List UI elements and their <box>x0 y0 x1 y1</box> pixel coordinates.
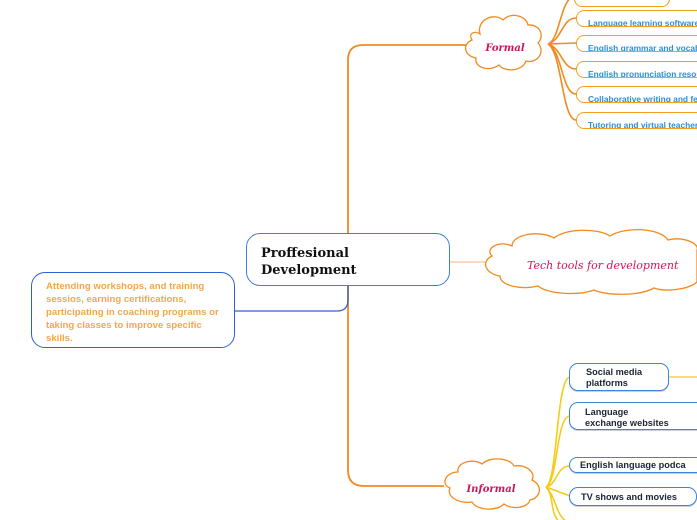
formal-item-hidden[interactable] <box>574 0 670 7</box>
informal-item[interactable]: English language podca <box>569 457 697 473</box>
formal-item-label: English pronunciation resou <box>588 69 697 78</box>
formal-item[interactable]: English grammar and vocab <box>576 35 697 52</box>
informal-item[interactable]: Language exchange websites <box>569 402 697 430</box>
informal-item-line1: Language <box>585 407 629 417</box>
central-topic-line1: Proffesional <box>261 246 349 261</box>
tech-cloud-shape <box>484 228 697 295</box>
formal-topic[interactable]: Formal <box>485 43 525 54</box>
formal-item[interactable]: English pronunciation resou <box>576 61 697 78</box>
informal-item[interactable]: Social media platforms <box>569 363 669 391</box>
informal-item-line1: English language podca <box>580 460 686 470</box>
informal-item-line2: exchange websites <box>585 418 669 428</box>
central-topic-line2: Development <box>261 263 357 278</box>
description-note[interactable]: Attending workshops, and training sessio… <box>31 272 235 348</box>
informal-topic[interactable]: Informal <box>466 484 516 495</box>
formal-item-label: Collaborative writing and fe <box>588 94 697 103</box>
tech-tools-topic[interactable]: Tech tools for development <box>527 259 679 272</box>
central-topic[interactable]: Proffesional Development <box>246 233 450 286</box>
formal-item[interactable]: Language learning software <box>576 10 697 27</box>
informal-item-line2: platforms <box>586 378 628 388</box>
formal-cloud-shape <box>465 14 542 71</box>
formal-item-label: Tutoring and virtual teacher <box>588 120 697 129</box>
formal-item-label: Language learning software <box>588 18 697 27</box>
description-note-text: Attending workshops, and training sessio… <box>46 281 219 344</box>
formal-item-label: English grammar and vocab <box>588 43 697 52</box>
informal-item-line1: TV shows and movies <box>581 492 677 502</box>
informal-item-line1: Social media <box>586 367 643 377</box>
informal-item[interactable]: TV shows and movies <box>569 487 697 506</box>
formal-item[interactable]: Tutoring and virtual teacher <box>576 112 697 129</box>
formal-item[interactable]: Collaborative writing and fe <box>576 86 697 103</box>
informal-cloud-shape <box>444 458 540 510</box>
